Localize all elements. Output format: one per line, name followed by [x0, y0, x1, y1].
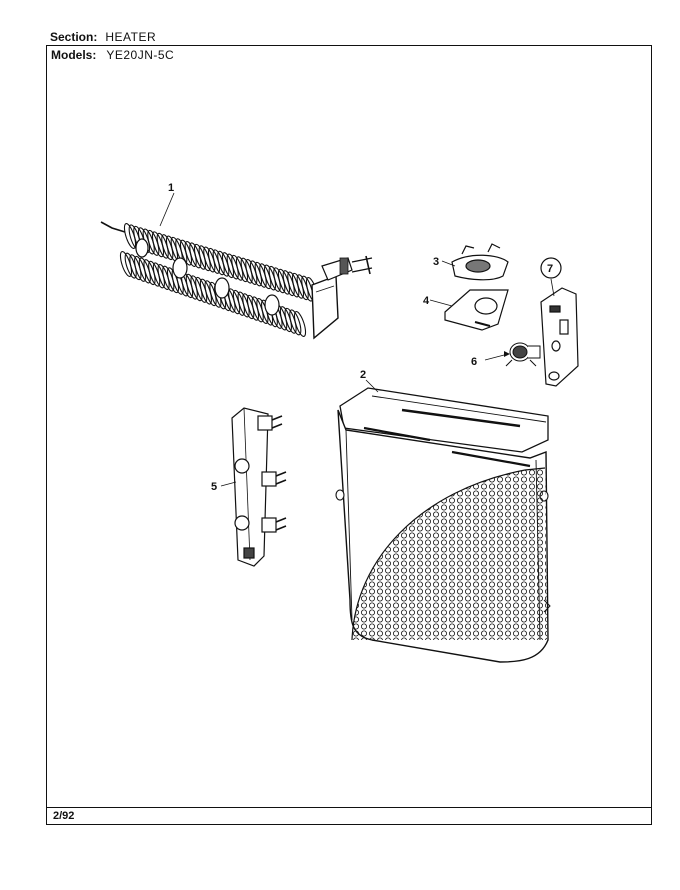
- thermostat: [505, 342, 541, 367]
- heater-coil-lower: [119, 251, 307, 337]
- mounting-bracket: [540, 287, 579, 387]
- callout-leader-5: [220, 481, 237, 487]
- callout-6: 6: [471, 356, 477, 368]
- thermostat-gasket: [444, 289, 509, 331]
- callout-4: 4: [423, 295, 430, 307]
- callout-leader-7: [550, 278, 555, 297]
- callout-arrowhead-6: [504, 351, 510, 357]
- heater-box: [335, 387, 551, 663]
- section-label: Section:: [50, 30, 98, 44]
- coil-loop: [301, 275, 314, 302]
- heater-element: [100, 221, 373, 340]
- diagram-frame: Models: YE20JN-5C 2/92: [46, 45, 652, 825]
- callout-3: 3: [433, 256, 439, 268]
- footer-divider: [47, 807, 651, 808]
- callout-7: 7: [547, 263, 553, 275]
- callout-1: 1: [168, 182, 174, 194]
- callout-circle-7: [540, 257, 562, 279]
- models-label: Models:: [51, 48, 97, 62]
- coil-loop: [289, 309, 302, 336]
- callout-5: 5: [211, 481, 217, 493]
- callout-leader-4: [429, 299, 453, 307]
- terminal-block: [231, 407, 287, 567]
- coil-loop: [293, 311, 307, 337]
- section-header: Section: HEATER: [50, 30, 156, 44]
- footer-date: 2/92: [53, 810, 75, 822]
- callout-leader-1: [159, 192, 175, 227]
- models-header: Models: YE20JN-5C: [51, 48, 174, 62]
- callout-leader-3: [441, 260, 456, 267]
- section-value: HEATER: [105, 30, 157, 44]
- thermostat-bracket: [451, 243, 509, 281]
- callout-leader-2: [365, 379, 379, 393]
- models-value: YE20JN-5C: [106, 48, 175, 62]
- callout-2: 2: [360, 369, 366, 381]
